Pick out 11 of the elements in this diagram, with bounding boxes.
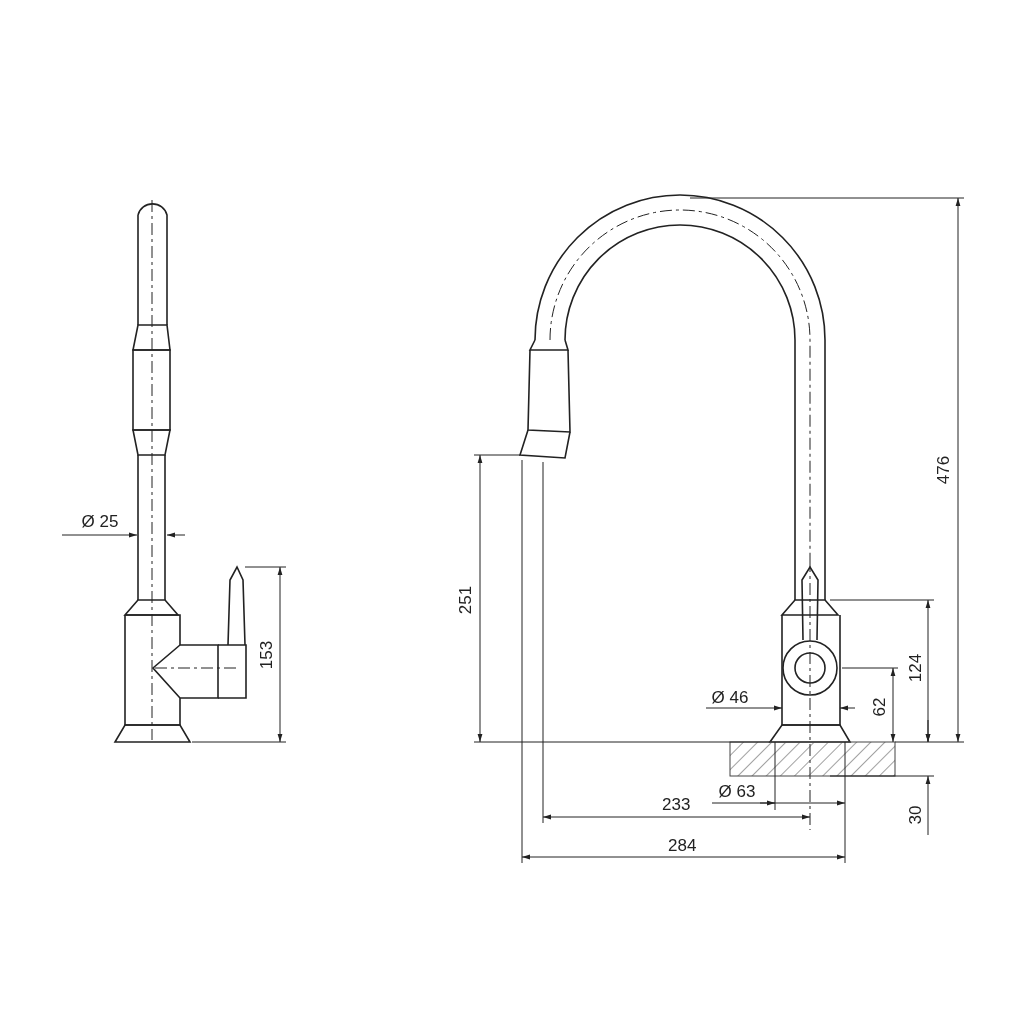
dimension-label: Ø 63 [718,783,756,801]
dimension-label: 476 [935,455,954,485]
dimension-label: 233 [662,796,691,814]
dimension-label: 251 [457,585,476,615]
dimension-label: 153 [258,640,277,670]
dimension-label: 62 [870,697,889,717]
dimension-label: Ø 46 [711,689,749,707]
dimension-label: Ø 25 [81,513,119,531]
dimension-label: 30 [906,805,925,825]
dimension-label: 124 [907,653,926,683]
dimension-label: 284 [668,837,697,855]
